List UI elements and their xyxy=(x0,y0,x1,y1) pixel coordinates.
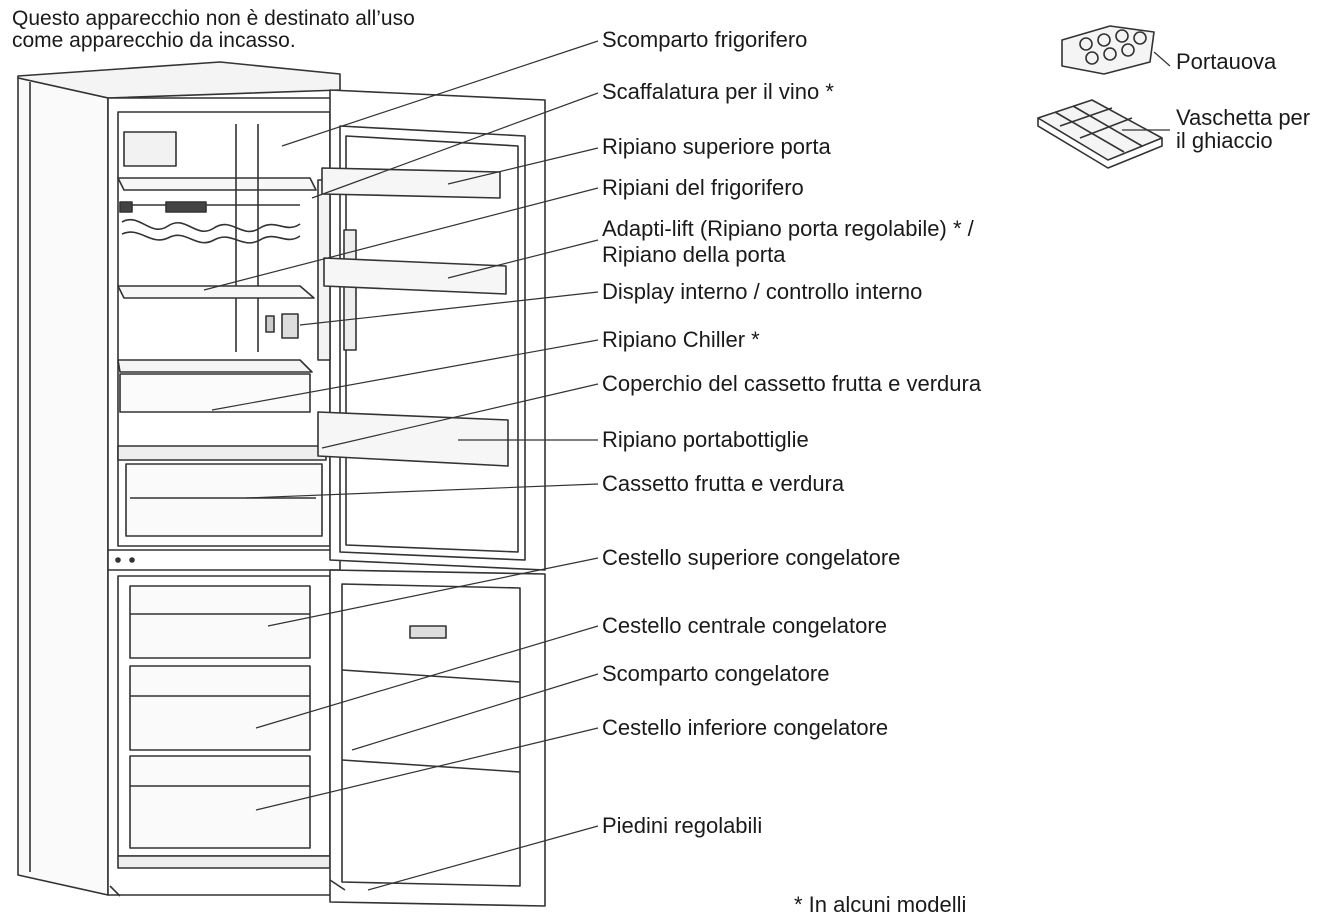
label-bottle-shelf: Ripiano portabottiglie xyxy=(602,427,809,452)
leader-fridge-shelves xyxy=(203,187,599,291)
leader-freezer-lower-basket xyxy=(255,727,599,811)
label-ice-tray-line2: il ghiaccio xyxy=(1176,128,1273,153)
label-fridge-compartment: Scomparto frigorifero xyxy=(602,27,808,52)
label-fridge-shelves: Ripiani del frigorifero xyxy=(602,175,804,200)
label-freezer-lower-basket: Cestello inferiore congelatore xyxy=(602,715,889,740)
label-chiller-shelf: Ripiano Chiller * xyxy=(602,327,760,352)
leader-adjustable-feet xyxy=(367,825,599,891)
label-internal-display: Display interno / controllo interno xyxy=(602,279,923,304)
footnote: * In alcuni modelli xyxy=(794,892,967,917)
leader-internal-display xyxy=(299,291,599,326)
installation-note: Questo apparecchio non è destinato all’u… xyxy=(12,8,415,52)
installation-note-line2: come apparecchio da incasso. xyxy=(12,29,296,52)
label-egg-tray: Portauova xyxy=(1176,49,1277,74)
label-freezer-upper-basket: Cestello superiore congelatore xyxy=(602,545,901,570)
leader-fridge-compartment xyxy=(281,40,599,147)
leader-egg-tray xyxy=(1153,51,1171,67)
label-ice-tray-line1: Vaschetta per xyxy=(1176,105,1311,130)
label-adjustable-feet: Piedini regolabili xyxy=(602,813,763,838)
leader-freezer-upper-basket xyxy=(267,557,599,627)
ice-tray-illustration xyxy=(1037,99,1163,169)
egg-tray-illustration xyxy=(1061,25,1155,75)
label-freezer-compartment: Scomparto congelatore xyxy=(602,661,830,686)
leader-wine-rack xyxy=(311,92,599,199)
leader-crisper-drawer xyxy=(245,483,599,499)
leader-door-shelf xyxy=(447,239,599,279)
label-freezer-middle-basket: Cestello centrale congelatore xyxy=(602,613,887,638)
label-adapti-lift-line2: Ripiano della porta xyxy=(602,242,786,267)
label-adapti-lift-line1: Adapti-lift (Ripiano porta regolabile) *… xyxy=(602,216,974,241)
leader-upper-door-shelf xyxy=(447,147,599,185)
leader-freezer-middle-basket xyxy=(255,625,599,729)
leader-chiller-shelf xyxy=(211,339,599,411)
label-upper-door-shelf: Ripiano superiore porta xyxy=(602,134,831,159)
label-crisper-cover: Coperchio del cassetto frutta e verdura xyxy=(602,371,982,396)
label-wine-rack: Scaffalatura per il vino * xyxy=(602,79,834,104)
leader-freezer-compartment xyxy=(351,673,599,751)
leader-crisper-cover xyxy=(321,383,599,449)
label-crisper-drawer: Cassetto frutta e verdura xyxy=(602,471,845,496)
installation-note-line1: Questo apparecchio non è destinato all’u… xyxy=(12,7,415,30)
label-ice-tray: Vaschetta per il ghiaccio xyxy=(1176,106,1310,152)
